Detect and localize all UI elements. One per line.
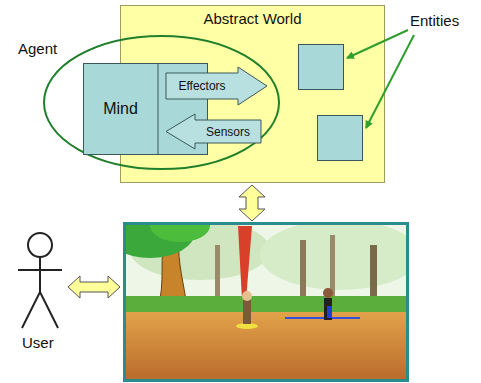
entity-square	[299, 45, 344, 90]
node-label: Agent	[18, 40, 57, 57]
entity-square	[318, 116, 363, 161]
user-figure	[18, 233, 62, 328]
node-label: Effectors	[178, 79, 225, 93]
sensor-arrow: Sensors	[165, 113, 262, 150]
user-label: User	[22, 334, 54, 351]
double-arrow	[239, 185, 265, 221]
node-label: Abstract World	[203, 10, 301, 27]
entities-label: Entities	[410, 12, 459, 29]
leader-arrow	[366, 35, 414, 128]
leader-arrow	[347, 30, 408, 58]
agent-ellipse: AgentMindEffectorsSensors	[43, 35, 280, 170]
node-label: Mind	[103, 100, 138, 118]
scene-frame	[125, 224, 408, 381]
node-label: Sensors	[206, 125, 250, 139]
double-arrow	[68, 276, 120, 298]
effector-arrow: Effectors	[165, 66, 268, 106]
game-scene	[125, 224, 406, 379]
